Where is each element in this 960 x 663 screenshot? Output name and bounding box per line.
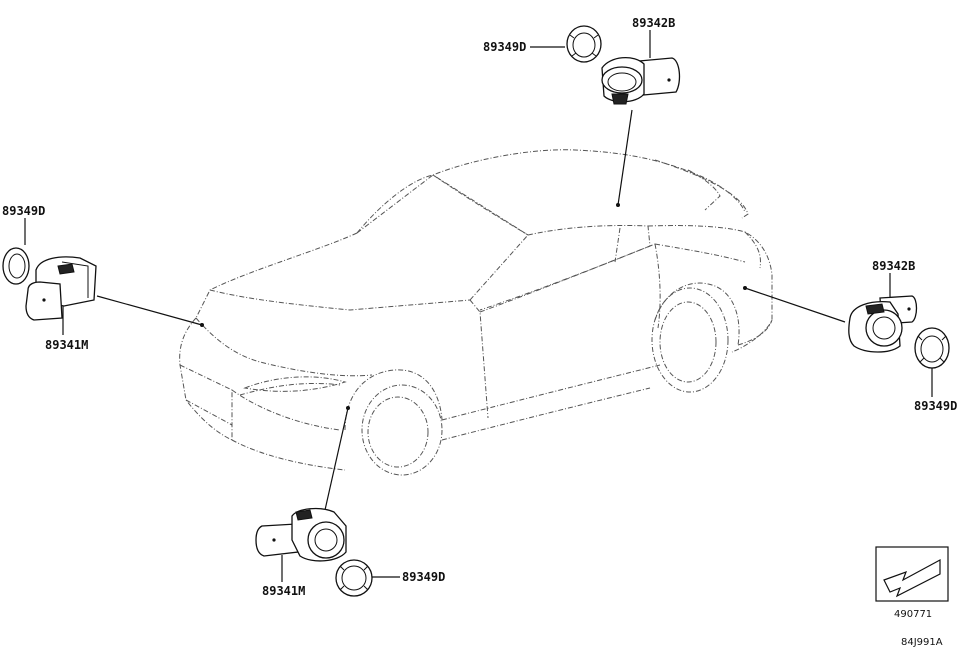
part-label: 89341M — [45, 338, 88, 352]
part-label: 89349D — [2, 204, 45, 218]
arrow-icon — [883, 558, 941, 598]
ring-retainer-top — [566, 25, 602, 63]
ring-retainer-left — [2, 247, 30, 285]
sensor-rear-top — [601, 57, 681, 105]
part-label: 89342B — [872, 259, 915, 273]
sensor-front-left — [25, 256, 97, 321]
ring-retainer-right — [914, 327, 950, 369]
ring-retainer-bottom — [335, 559, 373, 597]
part-label: 89341M — [262, 584, 305, 598]
view-code: 490771 — [894, 609, 932, 620]
sensor-front-bottom — [255, 507, 347, 562]
part-label: 89349D — [483, 40, 526, 54]
car-outline — [179, 149, 773, 476]
leader-lines — [24, 30, 933, 582]
view-direction-box: 490771 — [875, 546, 949, 620]
sensor-rear-right — [848, 295, 918, 353]
part-label: 89349D — [402, 570, 445, 584]
part-label: 89342B — [632, 16, 675, 30]
figure-code: 84J991A — [901, 637, 943, 648]
part-labels: 89349D 89342B 89349D 89341M 89342B 89349… — [2, 16, 957, 598]
part-label: 89349D — [914, 399, 957, 413]
